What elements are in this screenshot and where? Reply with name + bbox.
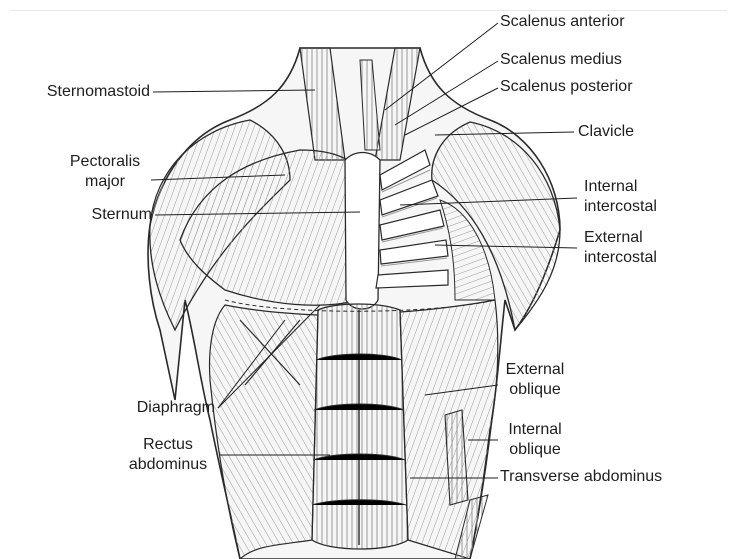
label-scalenus-medius: Scalenus medius [500, 50, 622, 70]
label-transverse-abdominus: Transverse abdominus [500, 467, 662, 487]
label-diaphragm: Diaphragm [110, 398, 215, 418]
label-internal-intercostal: Internal intercostal [584, 177, 657, 217]
label-external-oblique: External oblique [500, 360, 570, 400]
label-sternomastoid: Sternomastoid [22, 82, 150, 102]
external-oblique-left [210, 305, 318, 559]
label-pectoralis-major: Pectoralis major [60, 152, 150, 192]
label-sternum: Sternum [60, 205, 152, 225]
label-external-intercostal: External intercostal [584, 228, 657, 268]
label-internal-oblique: Internal oblique [500, 420, 570, 460]
label-scalenus-posterior: Scalenus posterior [500, 77, 633, 97]
label-scalenus-anterior: Scalenus anterior [500, 12, 625, 32]
label-clavicle: Clavicle [578, 122, 634, 142]
sternum [345, 153, 380, 310]
label-rectus-abdominus: Rectus abdominus [118, 435, 218, 475]
rectus-abdominus [312, 304, 408, 549]
